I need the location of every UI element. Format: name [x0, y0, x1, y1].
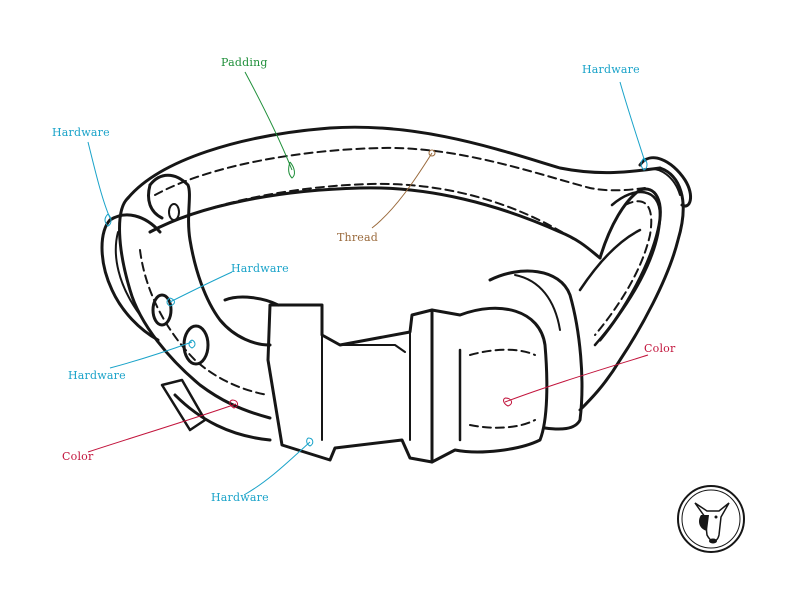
- rivet-top: [168, 203, 180, 221]
- leader-thread: [371, 152, 433, 229]
- label-hardware-top-right: Hardware: [582, 63, 640, 76]
- band-back-inner: [148, 186, 602, 260]
- ring-left-top: [108, 213, 162, 234]
- ring-left: [100, 218, 160, 342]
- leader-hardware-top-left: [87, 141, 111, 219]
- tag: [160, 378, 207, 432]
- label-hardware-left-lower: Hardware: [68, 369, 126, 382]
- label-thread: Thread: [337, 231, 378, 244]
- buckle-inner: [321, 331, 411, 441]
- stitch-female-bottom: [469, 419, 536, 429]
- leader-padding: [244, 71, 293, 171]
- label-hardware-mid: Hardware: [231, 262, 289, 275]
- ring-left-inner: [114, 231, 141, 316]
- label-padding: Padding: [221, 56, 268, 69]
- stitch-back-top: [154, 146, 646, 196]
- leader-hardware-mid: [169, 271, 233, 303]
- band-left-flap-tip: [147, 183, 164, 220]
- leader-color-right: [504, 354, 649, 403]
- band-right-edge: [578, 228, 642, 292]
- label-color-left: Color: [62, 450, 94, 463]
- band-back-outer: [126, 125, 662, 200]
- leader-hardware-top-right: [619, 81, 646, 163]
- buckle-notch: [339, 344, 406, 353]
- label-color-right: Color: [644, 342, 676, 355]
- ring-right-inner: [644, 167, 681, 196]
- band-right-mid: [593, 190, 662, 347]
- band-left-top-flap: [148, 173, 272, 347]
- leader-hardware-bottom: [243, 441, 311, 496]
- bull-terrier-head-logo: [677, 485, 745, 553]
- stitch-right: [594, 200, 653, 336]
- keeper-inner: [514, 274, 561, 331]
- band-right-outer: [578, 166, 685, 412]
- label-hardware-top-left: Hardware: [52, 126, 110, 139]
- strap-tongue: [223, 295, 280, 307]
- buckle-male: [266, 303, 434, 464]
- stitch-left: [139, 249, 269, 396]
- stitch-female-top: [469, 348, 536, 356]
- band-left-lower: [173, 393, 272, 442]
- grommet-2: [182, 324, 210, 366]
- label-hardware-bottom: Hardware: [211, 491, 269, 504]
- ring-right: [638, 156, 693, 208]
- buckle-female: [430, 306, 549, 464]
- leader-color-left: [87, 403, 237, 453]
- leader-hardware-left-lower: [109, 341, 193, 369]
- keeper: [488, 269, 584, 431]
- band-left-outer: [118, 196, 272, 420]
- stitch-back-bottom: [164, 182, 576, 241]
- grommet-1: [151, 293, 173, 327]
